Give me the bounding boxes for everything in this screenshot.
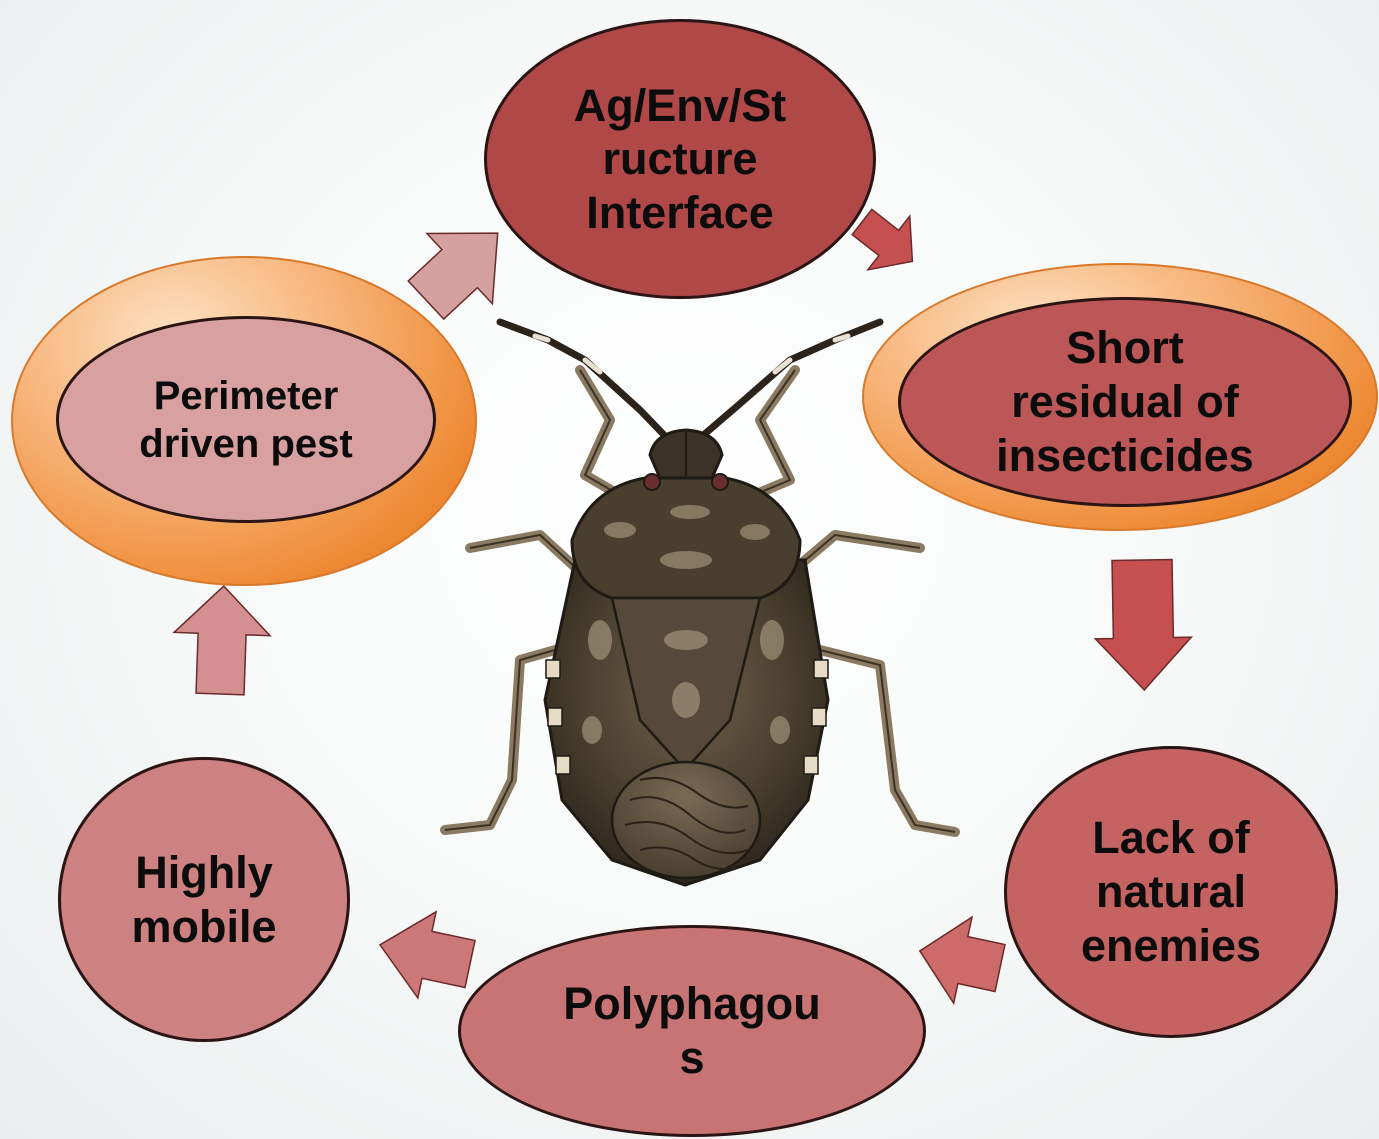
node-polyphagous: Polyphagou s bbox=[458, 925, 926, 1137]
arrow-polyphagous-to-mobile bbox=[371, 902, 479, 1007]
node-label: Polyphagou s bbox=[563, 977, 821, 1085]
arrow-enemies-to-polyphagous bbox=[911, 908, 1010, 1011]
node-label: Lack of natural enemies bbox=[1081, 811, 1261, 973]
node-label: Ag/Env/St ructure Interface bbox=[574, 79, 787, 238]
node-perimeter-driven-pest: Perimeter driven pest bbox=[56, 316, 436, 523]
arrow-residual-to-enemies bbox=[1094, 559, 1192, 691]
node-short-residual-insecticides: Short residual of insecticides bbox=[898, 297, 1352, 507]
node-label: Perimeter driven pest bbox=[139, 372, 352, 468]
node-ag-env-structure-interface: Ag/Env/St ructure Interface bbox=[484, 19, 876, 299]
node-lack-of-natural-enemies: Lack of natural enemies bbox=[1004, 746, 1338, 1038]
node-label: Short residual of insecticides bbox=[996, 321, 1254, 483]
arrow-mobile-to-perimeter bbox=[172, 584, 272, 695]
node-highly-mobile: Highly mobile bbox=[58, 757, 350, 1042]
node-label: Highly mobile bbox=[131, 846, 276, 954]
